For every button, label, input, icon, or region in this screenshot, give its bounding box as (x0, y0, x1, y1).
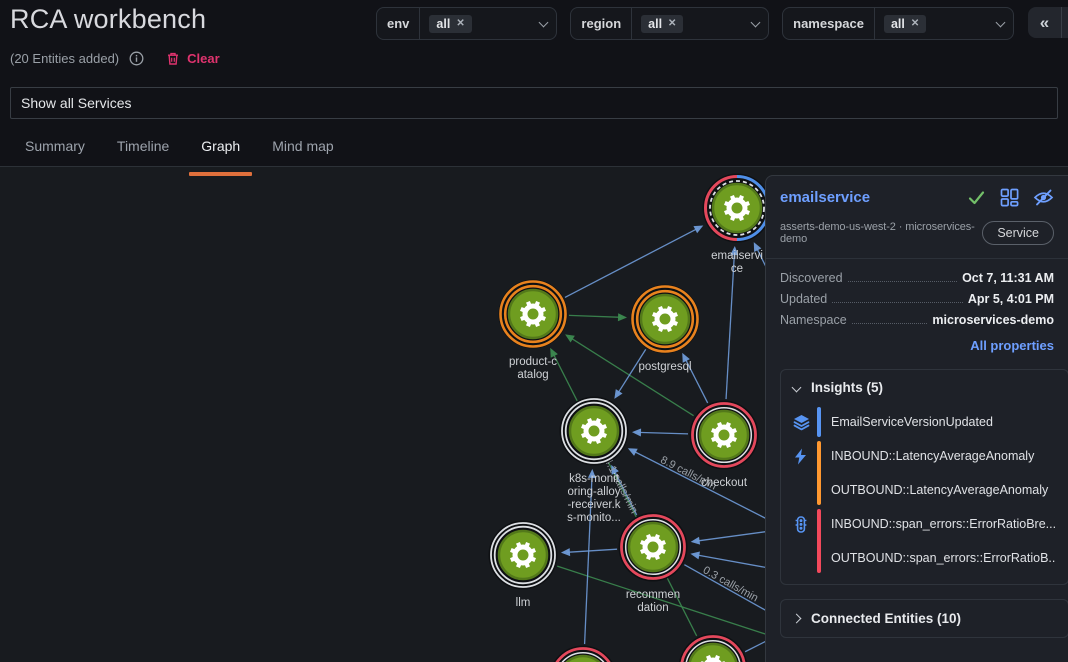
clear-button[interactable]: Clear (166, 51, 220, 66)
insights-section-header[interactable]: Insights (5) (791, 380, 1056, 395)
trash-icon (168, 52, 179, 65)
check-icon (968, 191, 985, 205)
tab-mind-map[interactable]: Mind map (272, 138, 334, 154)
entity-scope: asserts-demo-us-west-2 · microservices-d… (780, 221, 975, 245)
property-row: Discovered Oct 7, 11:31 AM (780, 271, 1054, 285)
layers-icon (793, 405, 817, 439)
dotted-leader (832, 302, 963, 303)
property-row: Updated Apr 5, 4:01 PM (780, 292, 1054, 306)
show-all-services-bar[interactable]: Show all Services (10, 87, 1058, 119)
namespace-filter-tag[interactable]: all ✕ (883, 14, 927, 33)
hide-eye-off-icon[interactable] (1033, 188, 1054, 207)
remove-tag-icon[interactable]: ✕ (456, 17, 465, 29)
entity-title-link[interactable]: emailservice (780, 189, 871, 206)
insight-item[interactable]: OUTBOUND::span_errors::ErrorRatioB... (831, 551, 1056, 565)
dotted-leader (847, 281, 958, 282)
bolt-icon (793, 439, 817, 507)
filter-bar: env all ✕ region all ✕ namespace all ✕ (376, 7, 1014, 40)
entity-detail-panel: emailservice asserts-demo-us-west-2 · mi… (765, 175, 1068, 662)
insight-item[interactable]: EmailServiceVersionUpdated (831, 415, 993, 429)
insight-item[interactable]: OUTBOUND::LatencyAverageAnomaly (831, 483, 1049, 497)
dashboard-grid-icon[interactable] (1000, 188, 1019, 207)
button-sliver (1062, 7, 1068, 38)
divider (766, 258, 1068, 259)
chevron-down-icon (750, 17, 761, 28)
collapse-button[interactable]: « (1039, 12, 1050, 32)
region-filter-tag[interactable]: all ✕ (641, 14, 684, 33)
env-filter-label: env (377, 8, 421, 39)
region-filter[interactable]: region all ✕ (570, 7, 770, 40)
region-filter-label: region (571, 8, 633, 39)
dotted-leader (851, 323, 928, 324)
collapse-panel-group: « (1028, 7, 1068, 38)
traffic-light-icon (793, 507, 817, 575)
divider (1061, 7, 1062, 38)
severity-bar (817, 509, 821, 573)
chevron-down-icon (791, 382, 802, 393)
divider (0, 166, 1068, 167)
namespace-filter-label: namespace (783, 8, 875, 39)
insight-group-latency: INBOUND::LatencyAverageAnomaly OUTBOUND:… (793, 439, 1056, 507)
severity-bar (817, 407, 821, 437)
remove-tag-icon[interactable]: ✕ (910, 17, 920, 29)
entity-type-badge: Service (982, 221, 1054, 245)
tab-graph[interactable]: Graph (189, 134, 253, 176)
region-filter-select[interactable]: all ✕ (632, 8, 768, 39)
severity-bar (817, 441, 821, 505)
env-filter[interactable]: env all ✕ (376, 7, 558, 40)
insight-group-change: EmailServiceVersionUpdated (793, 405, 1056, 439)
clear-button-label: Clear (187, 50, 220, 66)
connected-entities-header[interactable]: Connected Entities (10) (791, 611, 1056, 626)
namespace-filter-select[interactable]: all ✕ (875, 8, 1013, 39)
all-properties-link[interactable]: All properties (970, 338, 1054, 353)
remove-tag-icon[interactable]: ✕ (668, 17, 677, 29)
chevron-down-icon (995, 17, 1006, 28)
insight-item[interactable]: INBOUND::LatencyAverageAnomaly (831, 449, 1035, 463)
tab-timeline[interactable]: Timeline (116, 138, 170, 154)
tab-bar: Summary Timeline Graph Mind map (25, 134, 334, 176)
workbench-status-row: (20 Entities added) Clear (10, 48, 220, 68)
insight-item[interactable]: INBOUND::span_errors::ErrorRatioBre... (831, 517, 1056, 531)
page-title: RCA workbench (10, 4, 207, 34)
property-row: Namespace microservices-demo (780, 313, 1054, 327)
namespace-filter[interactable]: namespace all ✕ (782, 7, 1014, 40)
chevron-right-icon (791, 613, 802, 624)
tab-summary[interactable]: Summary (25, 138, 85, 154)
insight-group-errors: INBOUND::span_errors::ErrorRatioBre... O… (793, 507, 1056, 575)
entities-count-note: (20 Entities added) (10, 50, 120, 66)
env-filter-tag[interactable]: all ✕ (429, 14, 472, 33)
env-filter-select[interactable]: all ✕ (420, 8, 556, 39)
info-icon[interactable] (129, 51, 144, 66)
insights-section: Insights (5) EmailServiceVersionUpdated (780, 369, 1068, 585)
chevron-down-icon (538, 17, 549, 28)
connected-entities-section: Connected Entities (10) (780, 599, 1068, 638)
